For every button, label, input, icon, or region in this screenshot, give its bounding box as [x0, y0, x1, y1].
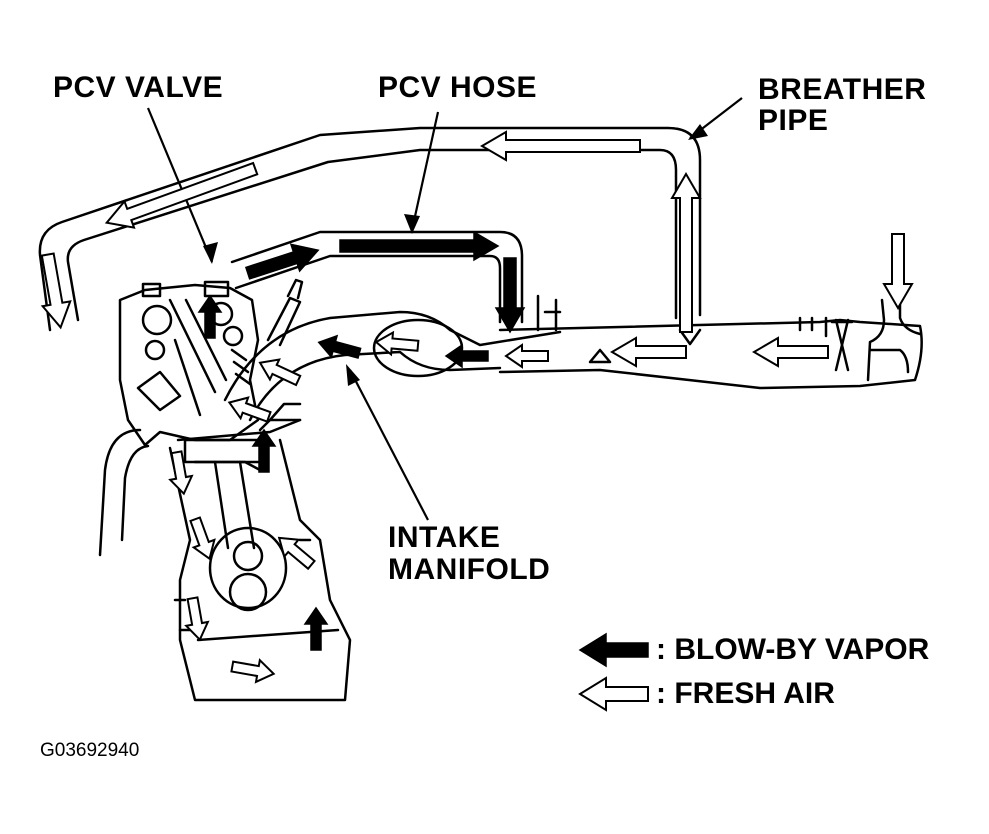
breather-pipe-label-line2: PIPE	[758, 104, 829, 137]
leader-lines	[146, 97, 743, 521]
legend-blow-by-arrow-icon	[578, 632, 649, 668]
figure-code: G03692940	[40, 740, 140, 761]
pcv-hose	[230, 230, 524, 324]
breather-duct	[38, 126, 702, 332]
leader-arrowheads	[203, 124, 708, 386]
pcv-valve-label: PCV VALVE	[53, 71, 224, 104]
intake-manifold-label-line1: INTAKE	[388, 521, 501, 554]
intake-tube	[498, 294, 923, 390]
legend-icons	[578, 632, 649, 712]
legend-blow-by-text: : BLOW-BY VAPOR	[656, 633, 930, 666]
breather-pipe-label-line1: BREATHER	[758, 73, 927, 106]
intake-manifold-label-line2: MANIFOLD	[388, 553, 551, 586]
legend-fresh-air-text: : FRESH AIR	[656, 677, 835, 710]
engine-block	[98, 402, 352, 702]
legend-fresh-air-arrow-icon	[578, 676, 649, 712]
pcv-hose-label: PCV HOSE	[378, 71, 538, 104]
